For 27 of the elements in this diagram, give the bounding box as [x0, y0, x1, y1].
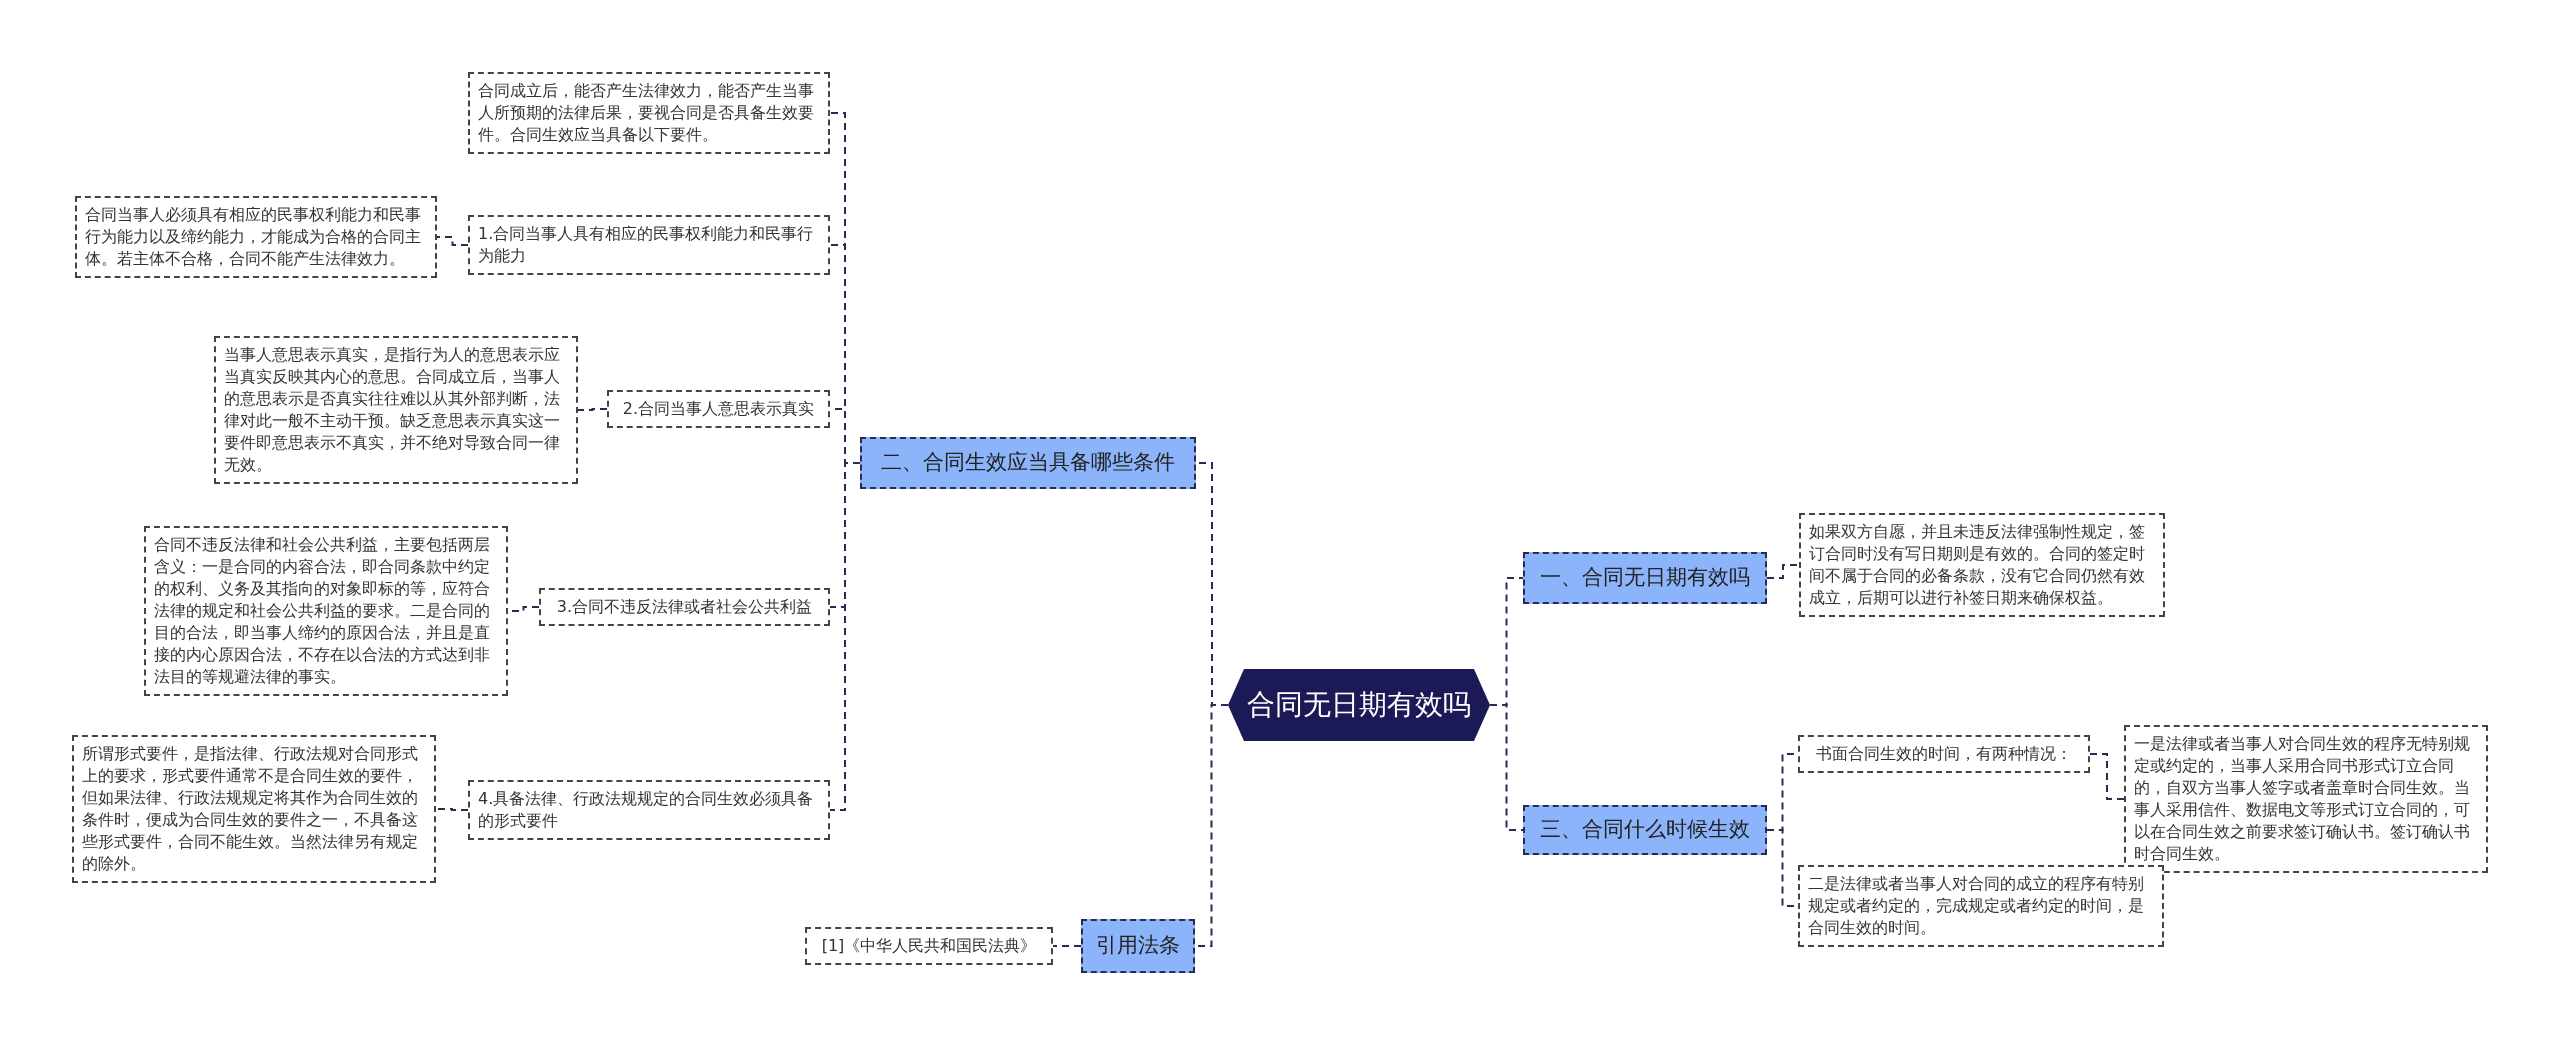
- detail-box: 书面合同生效的时间，有两种情况：: [1798, 735, 2090, 773]
- connector-line: [1052, 945, 1082, 947]
- detail-box: 合同不违反法律和社会公共利益，主要包括两层含义：一是合同的内容合法，即合同条款中约定的权利、义务及其指向的对象即标的等，应符合法律的规定和社会公共利益的要求。二是合同的目的合法，即当事人缔约的原因合法，并且是直接的内心原因合法，不存在以合法的方式达到非法目的等规避法律的事实。: [144, 526, 508, 696]
- connector-line: [1489, 704, 1524, 831]
- central-topic: 合同无日期有效吗: [1228, 669, 1490, 741]
- detail-box: 所谓形式要件，是指法律、行政法规对合同形式上的要求，形式要件通常不是合同生效的要件，但如果法律、行政法规规定将其作为合同生效的条件时，便成为合同生效的要件之一，不具备这些形式要件，合同不能生效。当然法律另有规定的除外。: [72, 735, 436, 883]
- detail-box: 一是法律或者当事人对合同生效的程序无特别规定或约定的，当事人采用合同书形式订立合同的，自双方当事人签字或者盖章时合同生效。当事人采用信件、数据电文等形式订立合同的，可以在合同生效之前要求签订确认书。签订确认书时合同生效。: [2124, 725, 2488, 873]
- branch-topic: 三、合同什么时候生效: [1523, 805, 1767, 855]
- connector-line: [435, 808, 469, 811]
- connector-line: [577, 408, 608, 411]
- connector-line: [829, 462, 861, 811]
- detail-box: 当事人意思表示真实，是指行为人的意思表示应当真实反映其内心的意思。合同成立后，当事人的意思表示是否真实往往难以从其外部判断，法律对此一般不主动干预。缺乏意思表示真实这一要件即意思表示不真实，并不绝对导致合同一律无效。: [214, 336, 578, 484]
- detail-box: 二是法律或者当事人对合同的成立的程序有特别规定或者约定的，完成规定或者约定的时间，是合同生效的时间。: [1798, 865, 2164, 947]
- detail-box: 1.合同当事人具有相应的民事权利能力和民事行为能力: [468, 215, 830, 275]
- detail-box: 2.合同当事人意思表示真实: [607, 390, 830, 428]
- detail-box: 合同成立后，能否产生法律效力，能否产生当事人所预期的法律后果，要视合同是否具备生效要件。合同生效应当具备以下要件。: [468, 72, 830, 154]
- branch-topic: 二、合同生效应当具备哪些条件: [860, 437, 1196, 489]
- connector-line: [1766, 564, 1800, 579]
- detail-box: 合同当事人必须具有相应的民事权利能力和民事行为能力以及缔约能力，才能成为合格的合同主体。若主体不合格，合同不能产生法律效力。: [75, 196, 437, 278]
- branch-topic: 一、合同无日期有效吗: [1523, 552, 1767, 604]
- detail-box: 4.具备法律、行政法规规定的合同生效必须具备的形式要件: [468, 780, 830, 840]
- detail-box: 如果双方自愿，并且未违反法律强制性规定，签订合同时没有写日期则是有效的。合同的签定时间不属于合同的必备条款，没有它合同仍然有效成立，后期可以进行补签日期来确保权益。: [1799, 513, 2165, 617]
- detail-box: 3.合同不违反法律或者社会公共利益: [539, 588, 830, 626]
- connector-line: [436, 236, 469, 246]
- branch-topic: 引用法条: [1081, 919, 1195, 973]
- detail-box: [1]《中华人民共和国民法典》: [805, 927, 1053, 965]
- connector-line: [2089, 753, 2125, 800]
